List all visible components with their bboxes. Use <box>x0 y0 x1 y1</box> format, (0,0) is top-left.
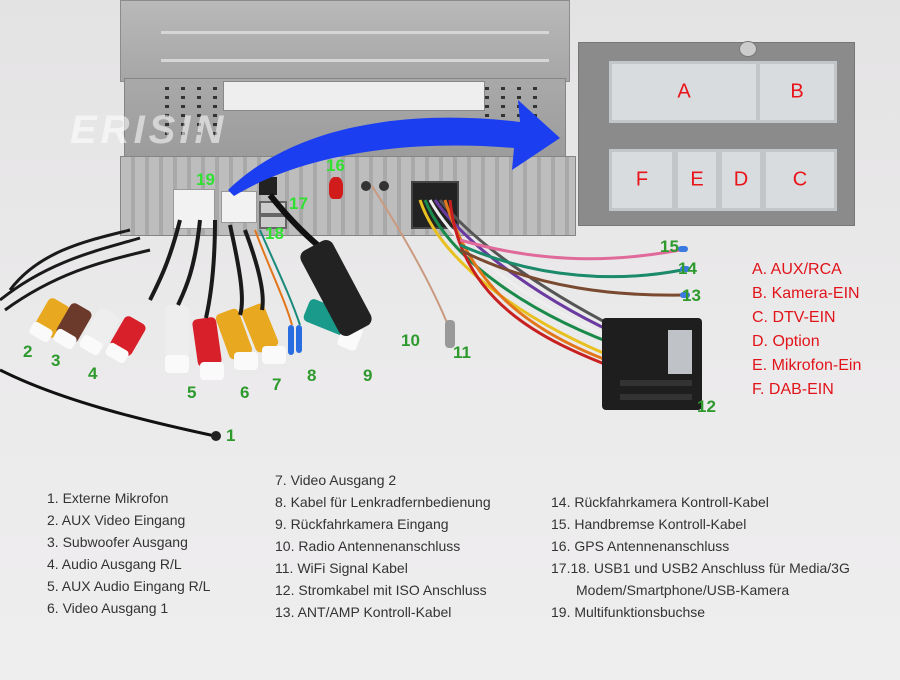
arrow-icon <box>228 100 560 196</box>
teal-wire <box>259 229 301 326</box>
legend-column-1: 1. Externe Mikrofon 2. AUX Video Eingang… <box>47 487 210 619</box>
plug-f: F <box>609 149 675 211</box>
plug-f-label: F <box>635 168 649 191</box>
rca-cable-bundle <box>148 219 265 319</box>
callout-13: 13 <box>682 286 701 305</box>
callout-3: 3 <box>51 351 61 370</box>
black-cable-bundle <box>0 228 151 312</box>
plug-legend-item: A. AUX/RCA <box>752 261 842 278</box>
legend-item: 1. Externe Mikrofon <box>47 490 169 506</box>
spec-label-sticker <box>223 81 485 111</box>
callout-8: 8 <box>307 366 317 385</box>
plug-e: E <box>675 149 719 211</box>
legend-item: 4. Audio Ausgang R/L <box>47 556 182 572</box>
wire-tip-13 <box>680 292 690 298</box>
legend-item-continuation: Modem/Smartphone/USB-Kamera <box>576 582 790 598</box>
plug-b: B <box>757 61 837 123</box>
wire-tip-14 <box>680 266 690 272</box>
legend-column-2: 7. Video Ausgang 2 8. Kabel für Lenkradf… <box>275 469 491 623</box>
rca-plug-4-white <box>79 308 120 356</box>
rca-plug-7-yellow <box>241 303 286 364</box>
usb2-port <box>259 215 287 229</box>
rca-plug-5-white <box>165 305 189 373</box>
wire-tip-15 <box>678 246 688 252</box>
antenna-hole <box>379 181 389 191</box>
plug-legend-item: F. DAB-EIN <box>752 381 834 398</box>
rca-plug-5-red <box>192 317 224 380</box>
steering-wheel-cable-tips <box>288 325 302 355</box>
legend-item: 16. GPS Antennenanschluss <box>551 538 730 554</box>
callout-7: 7 <box>272 375 282 394</box>
gps-antenna-connector <box>329 177 343 199</box>
plug-a-label: A <box>677 80 691 103</box>
legend-item: 11. WiFi Signal Kabel <box>275 560 408 576</box>
callout-16: 16 <box>326 156 345 175</box>
cover-rail <box>161 31 549 34</box>
head-unit-top-cover <box>120 0 570 82</box>
callout-6: 6 <box>240 383 250 402</box>
plug-legend-item: B. Kamera-EIN <box>752 285 860 302</box>
plug-legend-item: E. Mikrofon-Ein <box>752 357 862 374</box>
radio-antenna-adapter <box>300 239 372 337</box>
rca-plug-3-brown <box>53 303 92 350</box>
cable-illustration <box>0 100 702 441</box>
callout-19: 19 <box>196 170 215 189</box>
legend-item: 13. ANT/AMP Kontroll-Kabel <box>275 604 452 620</box>
legend-column-3: 14. Rückfahrkamera Kontroll-Kabel 15. Ha… <box>551 491 850 623</box>
plug-legend: A. AUX/RCA B. Kamera-EIN C. DTV-EIN D. O… <box>752 258 861 402</box>
legend-item: 5. AUX Audio Eingang R/L <box>47 578 211 594</box>
plug-c-label: C <box>792 168 808 191</box>
legend-item: 12. Stromkabel mit ISO Anschluss <box>275 582 487 598</box>
microphone-cable <box>0 368 216 438</box>
iso-connector <box>602 318 702 410</box>
legend-item: 6. Video Ausgang 1 <box>47 600 169 616</box>
microphone-head <box>211 431 221 441</box>
legend-item: 3. Subwoofer Ausgang <box>47 534 188 550</box>
vent-holes <box>165 87 225 135</box>
callout-2: 2 <box>23 342 33 361</box>
callout-11: 11 <box>453 343 471 362</box>
plug-e-label: E <box>690 168 704 191</box>
iso-harness-wires <box>418 199 683 372</box>
callout-9: 9 <box>363 366 373 385</box>
legend-item: 7. Video Ausgang 2 <box>275 472 397 488</box>
plug-b-label: B <box>790 80 804 103</box>
orange-wire <box>254 229 293 326</box>
callout-18: 18 <box>265 224 284 243</box>
rca-plug-2-yellow <box>29 298 70 343</box>
plug-legend-item: D. Option <box>752 333 820 350</box>
plug-a: A <box>609 61 759 123</box>
legend-item: 14. Rückfahrkamera Kontroll-Kabel <box>551 494 769 510</box>
plug-d: D <box>719 149 763 211</box>
antenna-hole <box>361 181 371 191</box>
plug-d-label: D <box>733 168 749 191</box>
brand-watermark: ERISIN <box>70 108 228 152</box>
cover-rail <box>161 59 549 62</box>
rca-plug-4-red <box>105 316 146 364</box>
rca-plug-6-yellow <box>215 308 258 370</box>
callout-15: 15 <box>660 237 679 256</box>
callout-4: 4 <box>88 364 98 383</box>
screw-icon <box>739 41 757 57</box>
legend-item: 9. Rückfahrkamera Eingang <box>275 516 449 532</box>
legend-item: 17.18. USB1 und USB2 Anschluss für Media… <box>551 560 850 576</box>
plug-legend-item: C. DTV-EIN <box>752 309 836 326</box>
plug-c: C <box>763 149 837 211</box>
legend-item: 8. Kabel für Lenkradfernbedienung <box>275 494 491 510</box>
wifi-cable-tip <box>445 320 455 348</box>
callout-14: 14 <box>678 259 697 278</box>
wifi-cable <box>371 185 451 331</box>
legend-item: 2. AUX Video Eingang <box>47 512 186 528</box>
connector-closeup-inset: A B F E D C <box>578 41 855 226</box>
callout-17: 17 <box>289 194 308 213</box>
callout-1: 1 <box>226 426 236 445</box>
legend-item: 19. Multifunktionsbuchse <box>551 604 706 620</box>
usb-cable-plug <box>259 177 277 195</box>
callout-10: 10 <box>401 331 420 350</box>
callout-12: 12 <box>697 397 716 416</box>
head-unit-vent-panel <box>124 78 566 158</box>
legend-item: 10. Radio Antennenanschluss <box>275 538 461 554</box>
callout-5: 5 <box>187 383 197 402</box>
legend-item: 15. Handbremse Kontroll-Kabel <box>551 516 747 532</box>
